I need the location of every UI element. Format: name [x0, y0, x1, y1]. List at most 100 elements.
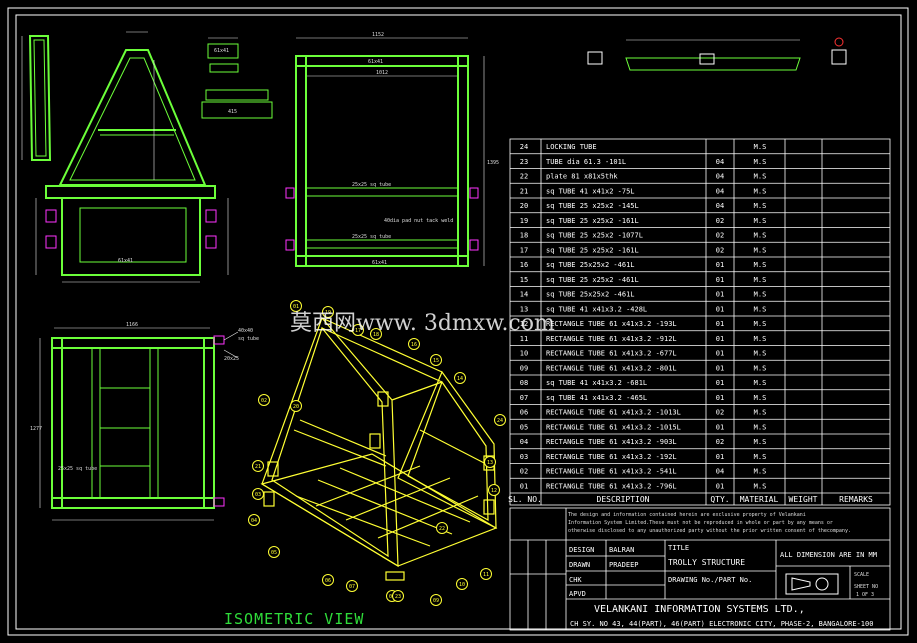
bom-cell-mat: M.S — [754, 291, 767, 299]
balloon-number: 07 — [349, 584, 355, 590]
isometric-view-label: ISOMETRIC VIEW — [224, 610, 364, 628]
balloon-circle — [408, 338, 420, 350]
bom-cell-qty: 01 — [716, 423, 724, 431]
balloon-circle — [252, 460, 264, 472]
bom-cell-sl: 02 — [520, 468, 528, 476]
front-base-label: 61x41 — [372, 260, 387, 266]
bom-cell-mat: M.S — [754, 394, 767, 402]
balloon-circle — [352, 324, 364, 336]
bom-cell-sl: 17 — [520, 246, 528, 254]
bom-cell-sl: 11 — [520, 335, 528, 343]
bom-cell-mat: M.S — [754, 335, 767, 343]
name-design: BALRAN — [609, 546, 634, 554]
bom-cell-desc: RECTANGLE TUBE 61 x41x3.2 -677L — [546, 350, 677, 358]
bom-header: DESCRIPTION — [597, 495, 650, 504]
bom-cell-qty: 01 — [716, 335, 724, 343]
bom-cell-sl: 01 — [520, 482, 528, 490]
bom-cell-desc: sq TUBE 41 x41x3.2 -681L — [546, 379, 647, 387]
balloon-number: 23 — [395, 594, 401, 600]
bom-cell-mat: M.S — [754, 468, 767, 476]
balloon-number: 20 — [293, 404, 299, 410]
plan-length-dim: 1277 — [30, 426, 42, 432]
bom-cell-qty: 01 — [716, 320, 724, 328]
bom-cell-qty: 01 — [716, 394, 724, 402]
notice-line-1: The design and information contained her… — [568, 512, 806, 518]
side-small-label: 61x41 — [214, 48, 229, 54]
balloon-circle — [322, 306, 334, 318]
balloon-circle — [436, 522, 448, 534]
bom-cell-sl: 05 — [520, 423, 528, 431]
balloon-circle — [456, 578, 468, 590]
bom-cell-mat: M.S — [754, 158, 767, 166]
company-address: CH SY. NO 43, 44(PART), 46(PART) ELECTRO… — [570, 620, 873, 628]
balloon-number: 16 — [411, 342, 417, 348]
bom-cell-mat: M.S — [754, 350, 767, 358]
balloon-circle — [484, 456, 496, 468]
bom-header: SL. NO. — [508, 495, 542, 504]
projection-symbol — [785, 573, 839, 595]
bom-cell-qty: 02 — [716, 246, 724, 254]
bom-cell-sl: 13 — [520, 305, 528, 313]
bom-cell-qty: 02 — [716, 438, 724, 446]
notice-line-2: Information System Limited.These must no… — [568, 520, 833, 526]
bom-cell-qty: 02 — [716, 409, 724, 417]
isometric-view — [260, 316, 498, 581]
plan-callout-1: 40x40 — [238, 328, 253, 334]
bom-cell-sl: 04 — [520, 438, 528, 446]
sheet-label: SHEET NO — [854, 584, 878, 590]
bom-cell-desc: RECTANGLE TUBE 61 x41x3.2 -912L — [546, 335, 677, 343]
bom-cell-qty: 04 — [716, 202, 724, 210]
bom-cell-desc: sq TUBE 25 x25x2 -161L — [546, 217, 639, 225]
bom-cell-qty: 01 — [716, 291, 724, 299]
front-weld-note: 40dia pad nut tack weld — [384, 218, 453, 224]
bom-cell-sl: 14 — [520, 291, 528, 299]
bom-cell-mat: M.S — [754, 232, 767, 240]
a-frame-side-view: 61x41 — [21, 31, 229, 283]
bom-cell-mat: M.S — [754, 173, 767, 181]
bom-cell-sl: 18 — [520, 232, 528, 240]
title-block: The design and information contained her… — [509, 507, 891, 631]
balloon-circle — [290, 400, 302, 412]
balloon-number: 11 — [483, 572, 489, 578]
bom-cell-mat: M.S — [754, 409, 767, 417]
bom-cell-mat: M.S — [754, 187, 767, 195]
balloon-number: 10 — [459, 582, 465, 588]
balloon-circle — [248, 514, 260, 526]
bom-cell-sl: 22 — [520, 173, 528, 181]
bom-cell-desc: sq TUBE 41 x41x2 -75L — [546, 187, 635, 195]
bom-cell-desc: sq TUBE 25 x25x2 -161L — [546, 246, 639, 254]
top-right-details — [587, 37, 847, 71]
scale-label: SCALE — [854, 572, 869, 578]
balloon-number: 06 — [325, 578, 331, 584]
bom-cell-qty: 04 — [716, 173, 724, 181]
side-small-label-2: 415 — [228, 109, 237, 115]
bom-cell-sl: 21 — [520, 187, 528, 195]
bom-cell-desc: sq TUBE 41 x41x3.2 -465L — [546, 394, 647, 402]
name-drawn: PRADEEP — [609, 561, 639, 569]
balloon-circle — [488, 484, 500, 496]
balloon-circle — [494, 414, 506, 426]
bom-cell-sl: 23 — [520, 158, 528, 166]
bom-cell-qty: 04 — [716, 468, 724, 476]
bom-header: QTY. — [710, 495, 729, 504]
balloon-circle — [322, 574, 334, 586]
bom-header: WEIGHT — [789, 495, 818, 504]
balloon-number: 02 — [261, 398, 267, 404]
bom-cell-mat: M.S — [754, 320, 767, 328]
bom-cell-desc: RECTANGLE TUBE 61 x41x3.2 -1015L — [546, 423, 681, 431]
bom-cell-mat: M.S — [754, 246, 767, 254]
bom-cell-mat: M.S — [754, 364, 767, 372]
sheet-inner-border — [15, 14, 902, 630]
